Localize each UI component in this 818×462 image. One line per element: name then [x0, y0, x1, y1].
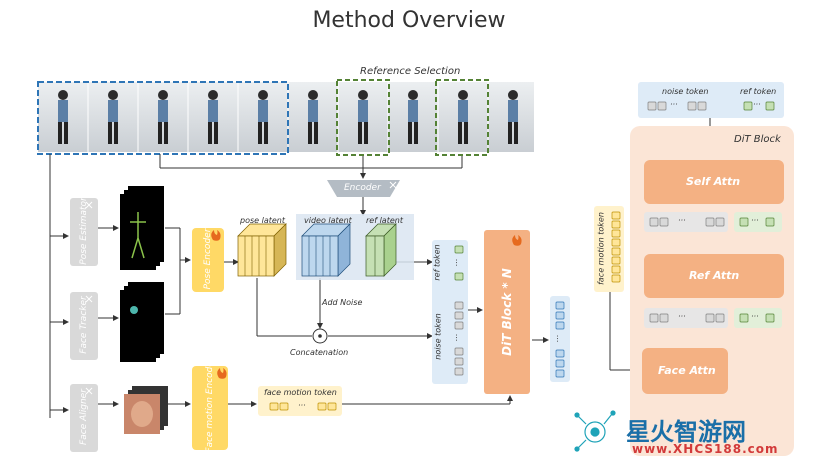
dit-block-label: DiT Block	[734, 134, 781, 145]
watermark-url-text: www.XHCS188.com	[632, 442, 779, 456]
noise-token-ellipsis: ···	[451, 333, 461, 342]
mid-token-row-2	[644, 308, 728, 328]
mid-token-squares-1	[649, 217, 725, 227]
mid-token-row-1	[644, 212, 728, 232]
face-attn-block	[642, 348, 728, 394]
green-selection-box-1	[336, 79, 390, 156]
dit-block-n	[484, 230, 530, 394]
blue-selection-box	[37, 81, 289, 155]
pose-latent-cube	[237, 223, 287, 277]
watermark-logo-icon	[574, 410, 616, 452]
ref-token-ellipsis: ···	[451, 258, 461, 267]
reference-selection-label: Reference Selection	[360, 66, 461, 77]
top-noise-token-label: noise token	[662, 87, 709, 96]
face-motion-token-label: face motion token	[264, 388, 337, 397]
dancer-figures	[58, 90, 518, 144]
mid-ref-row-2	[734, 308, 782, 328]
face-motion-encoder-label: Face motion Encoder	[205, 357, 215, 453]
face-motion-column-squares	[611, 211, 621, 283]
face-motion-token-vertical-label: face motion token	[596, 212, 606, 285]
ref-attn-label: Ref Attn	[689, 269, 740, 282]
pose-skeleton-stack	[120, 186, 164, 270]
encoder-block	[327, 180, 400, 197]
dit-block-n-label: DiT Block * N	[500, 268, 514, 356]
top-noise-token-squares	[647, 101, 707, 111]
pose-encoder-label: Pose Encoder	[203, 228, 213, 290]
concatenation-label: Concatenation	[290, 348, 349, 357]
top-ref-token-label: ref token	[740, 87, 777, 96]
ref-latent-label: ref latent	[366, 216, 403, 225]
encoder-label: Encoder	[344, 183, 381, 193]
face-motion-encoder-box	[192, 366, 228, 450]
pose-estimator-box	[70, 198, 98, 266]
mid-ref-ellipsis-2: ···	[751, 312, 759, 321]
noise-token-label: noise token	[433, 313, 443, 360]
face-attn-label: Face Attn	[658, 364, 716, 377]
ref-token-squares	[454, 245, 464, 281]
video-frames-strip	[38, 82, 534, 152]
output-token-column	[550, 296, 570, 382]
self-attn-block	[644, 160, 784, 204]
mid-token-ellipsis-1: ···	[678, 216, 686, 225]
mid-ref-row-1	[734, 212, 782, 232]
green-selection-box-2	[435, 79, 489, 156]
page-title: Method Overview	[312, 8, 506, 33]
ref-latent-cube	[365, 223, 397, 277]
fire-icon	[211, 230, 522, 379]
top-ref-token-squares	[743, 101, 775, 111]
face-aligner-box	[70, 384, 98, 452]
watermark-chinese-text: 星火智游网	[626, 418, 746, 446]
mid-ref-ellipsis-1: ···	[751, 216, 759, 225]
face-tracker-label: Face Tracker	[79, 296, 89, 354]
pose-encoder-box	[192, 228, 224, 292]
face-tracker-box	[70, 292, 98, 360]
face-motion-token-squares	[269, 402, 337, 411]
aligned-faces-stack	[124, 386, 168, 434]
mid-token-ellipsis-2: ···	[678, 312, 686, 321]
output-token-squares	[555, 301, 565, 378]
noise-token-squares	[454, 301, 464, 376]
top-noise-token-ellipsis: ···	[670, 100, 678, 109]
add-noise-label: Add Noise	[322, 298, 363, 307]
face-motion-token-ellipsis: ···	[298, 401, 306, 410]
video-latent-label: video latent	[304, 216, 352, 225]
output-token-ellipsis: ···	[552, 334, 562, 343]
top-ref-token-ellipsis: ···	[753, 100, 761, 109]
face-aligner-label: Face Aligner	[79, 389, 89, 445]
snowflake-icon	[85, 181, 397, 395]
pose-estimator-label: Pose Estimator	[79, 197, 89, 265]
face-track-stack	[120, 282, 164, 362]
pose-latent-label: pose latent	[240, 216, 285, 225]
ref-token-label: ref token	[432, 244, 442, 281]
self-attn-label: Self Attn	[686, 175, 741, 188]
ref-attn-block	[644, 254, 784, 298]
mid-token-squares-2	[649, 313, 725, 323]
video-latent-cube	[301, 223, 351, 277]
